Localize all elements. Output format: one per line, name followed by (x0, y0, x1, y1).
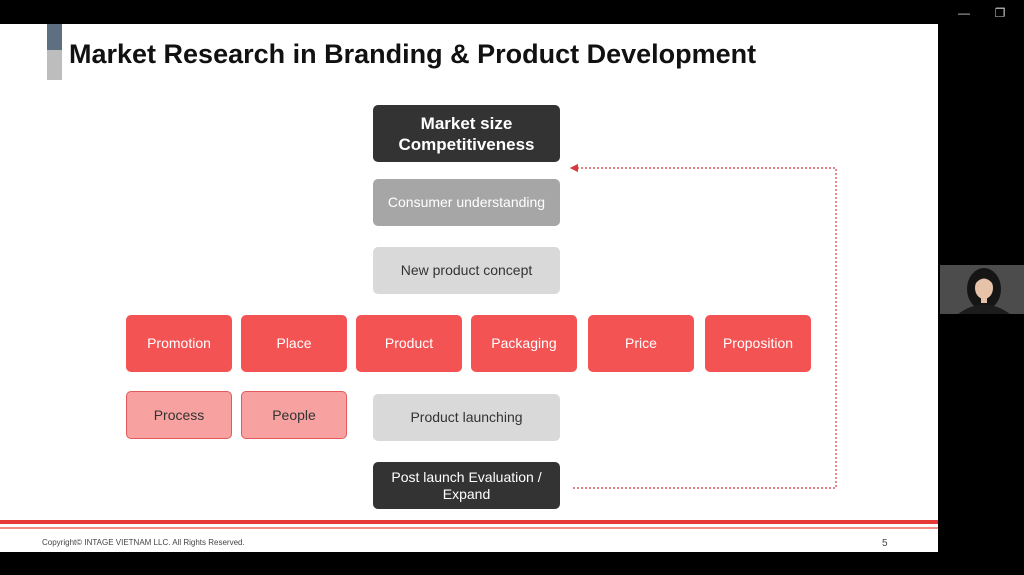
place-box: Place (241, 315, 347, 372)
people-label: People (272, 406, 316, 423)
footer-divider-red (0, 520, 938, 524)
process-label: Process (153, 406, 205, 423)
market-size-box: Market size Competitiveness (373, 105, 560, 162)
presentation-slide: Market Research in Branding & Product De… (0, 24, 938, 552)
consumer-understanding-label: Consumer understanding (387, 194, 546, 210)
proposition-box: Proposition (705, 315, 811, 372)
page-number: 5 (882, 538, 888, 549)
price-box: Price (588, 315, 694, 372)
promotion-label: Promotion (147, 335, 211, 351)
process-box: Process (126, 391, 232, 439)
competitiveness-label: Competitiveness (398, 134, 535, 154)
packaging-box: Packaging (471, 315, 577, 372)
place-label: Place (276, 335, 312, 351)
minimize-button[interactable]: — (958, 6, 970, 20)
restore-button[interactable]: ❐ (994, 6, 1006, 20)
webcam-thumbnail[interactable] (940, 265, 1024, 314)
consumer-understanding-box: Consumer understanding (373, 179, 560, 226)
product-launching-label: Product launching (410, 409, 523, 425)
expand-label: Expand (442, 485, 491, 502)
product-launching-box: Product launching (373, 394, 560, 441)
market-size-label: Market size (420, 113, 513, 133)
person-video-icon (940, 265, 1024, 314)
price-label: Price (625, 335, 657, 351)
product-box: Product (356, 315, 462, 372)
title-accent-bar-bottom (47, 50, 62, 80)
post-launch-label: Post launch Evaluation / (391, 468, 542, 485)
product-label: Product (384, 335, 434, 351)
people-box: People (241, 391, 347, 439)
proposition-label: Proposition (722, 335, 794, 351)
new-product-concept-label: New product concept (400, 262, 533, 278)
copyright-text: Copyright© INTAGE VIETNAM LLC. All Right… (42, 538, 245, 547)
footer-divider-pink (0, 527, 938, 529)
packaging-label: Packaging (491, 335, 557, 351)
promotion-box: Promotion (126, 315, 232, 372)
title-accent-bar-top (47, 24, 62, 50)
post-launch-box: Post launch Evaluation / Expand (373, 462, 560, 509)
slide-title: Market Research in Branding & Product De… (69, 39, 757, 69)
new-product-concept-box: New product concept (373, 247, 560, 294)
